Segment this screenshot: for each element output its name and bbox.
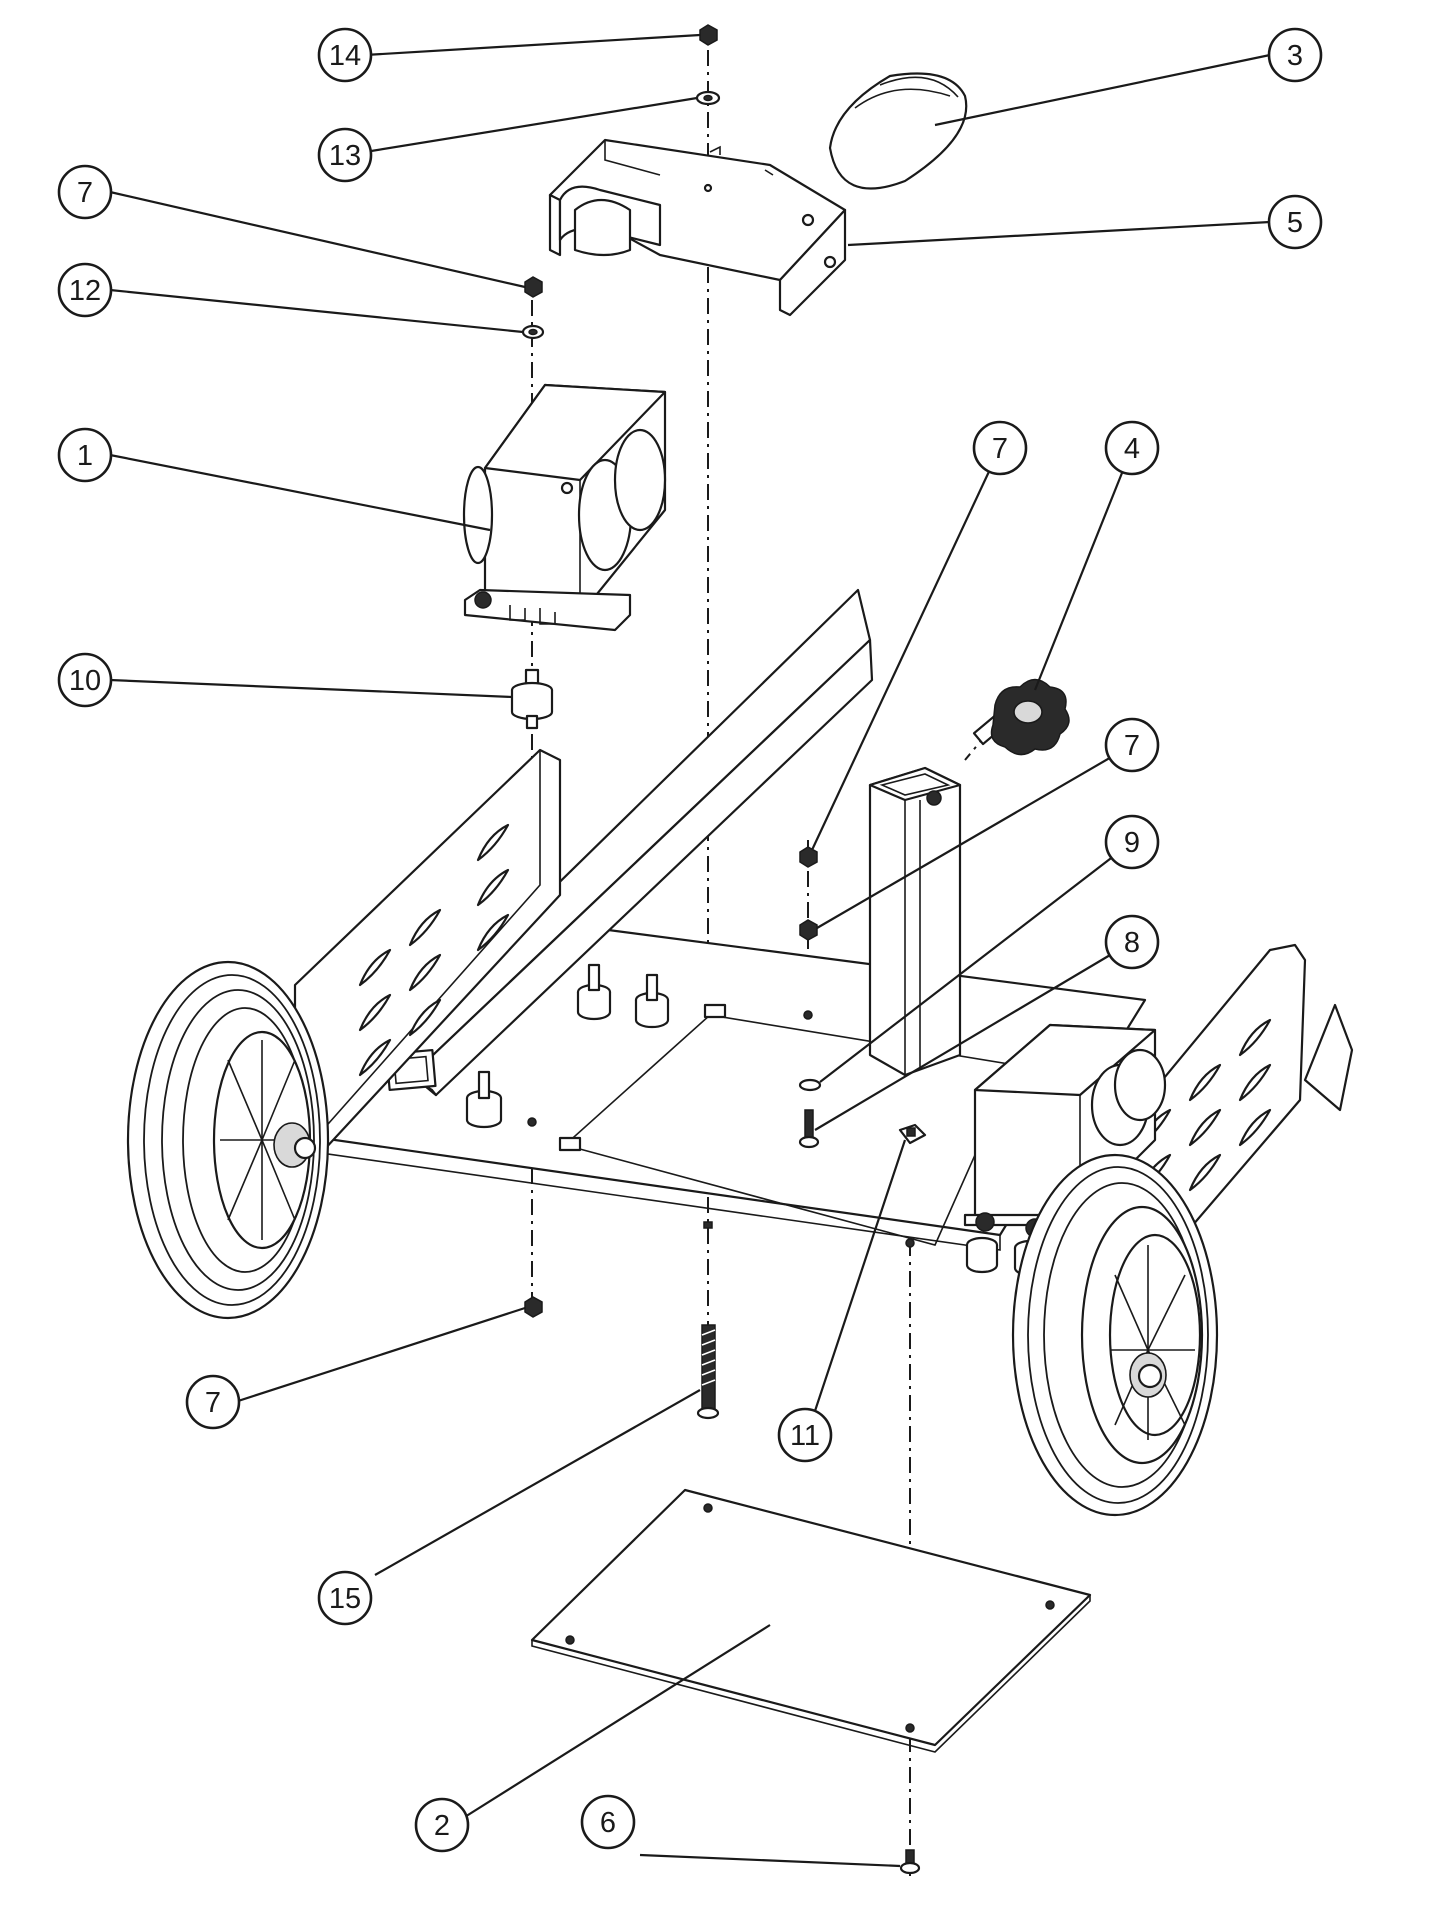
- bottom-screw: [899, 1849, 921, 1875]
- callout-label: 15: [329, 1583, 361, 1615]
- hardware-stack-right: [798, 846, 927, 1149]
- callout-label: 2: [434, 1810, 450, 1842]
- callout-label: 10: [69, 665, 101, 697]
- handle-bar: [385, 588, 874, 1097]
- top-screw-stack: [695, 24, 721, 106]
- callout-label: 3: [1287, 40, 1303, 72]
- bolt: [798, 1109, 820, 1149]
- hex-nut: [799, 846, 818, 868]
- callout-label: 7: [992, 433, 1008, 465]
- flat-washer: [695, 90, 721, 106]
- lock-washer: [798, 1078, 822, 1092]
- flat-washer: [521, 324, 545, 340]
- callout-label: 9: [1124, 827, 1140, 859]
- callout-3: 3: [1267, 27, 1323, 83]
- callout-6: 6: [580, 1794, 636, 1850]
- callout-1: 1: [57, 427, 113, 483]
- rubber-mount: [576, 963, 612, 1021]
- callout-11: 11: [777, 1407, 833, 1463]
- callout-14: 14: [317, 27, 373, 83]
- callout-label: 8: [1124, 927, 1140, 959]
- left-wheel: [126, 960, 330, 1320]
- callout-8: 8: [1104, 914, 1160, 970]
- callout-7-right: 7: [1104, 717, 1160, 773]
- callouts: 14 13 3 5 7 12 1 10: [57, 27, 1323, 1853]
- callout-5: 5: [1267, 194, 1323, 250]
- callout-9: 9: [1104, 814, 1160, 870]
- right-wheel: [1011, 1153, 1219, 1517]
- rubber-mount: [965, 1236, 999, 1274]
- callout-4: 4: [1104, 420, 1160, 476]
- callout-12: 12: [57, 262, 113, 318]
- callout-label: 11: [790, 1420, 820, 1452]
- cage-nut: [898, 1123, 927, 1145]
- callout-7-bottom: 7: [185, 1374, 241, 1430]
- bottom-plate: [530, 1488, 1092, 1753]
- callout-15: 15: [317, 1570, 373, 1626]
- star-knob: [972, 678, 1070, 756]
- hex-nut: [799, 919, 818, 941]
- main-transformer: [462, 383, 667, 632]
- top-bracket: [548, 138, 847, 317]
- callout-2: 2: [414, 1797, 470, 1853]
- hardware-stack-left: [521, 276, 545, 1318]
- mounting-foot: [463, 588, 632, 632]
- rubber-mount: [465, 1070, 503, 1129]
- handle-cover: [828, 72, 968, 190]
- callout-label: 14: [329, 40, 361, 72]
- callout-label: 6: [600, 1807, 616, 1839]
- rubber-mounts: [465, 963, 670, 1129]
- callout-label: 7: [77, 177, 93, 209]
- callout-7-mid: 7: [972, 420, 1028, 476]
- callout-7-top: 7: [57, 164, 113, 220]
- callout-label: 7: [1124, 730, 1140, 762]
- long-bolt: [696, 1324, 720, 1420]
- callout-label: 7: [205, 1387, 221, 1419]
- left-side-plate: [293, 748, 562, 1167]
- callout-label: 4: [1124, 433, 1140, 465]
- callout-label: 12: [69, 275, 101, 307]
- hex-nut: [524, 1296, 543, 1318]
- isolator-mount: [510, 668, 554, 730]
- callout-label: 13: [329, 140, 361, 172]
- upright-post: [868, 766, 962, 1077]
- callout-label: 1: [77, 440, 93, 472]
- hex-nut: [699, 24, 718, 46]
- callout-13: 13: [317, 127, 373, 183]
- callout-10: 10: [57, 652, 113, 708]
- vent-slots: [358, 823, 510, 1077]
- rubber-mount: [634, 973, 670, 1029]
- callout-label: 5: [1287, 207, 1303, 239]
- hex-nut: [524, 276, 543, 298]
- leader-lines: [109, 33, 1271, 1868]
